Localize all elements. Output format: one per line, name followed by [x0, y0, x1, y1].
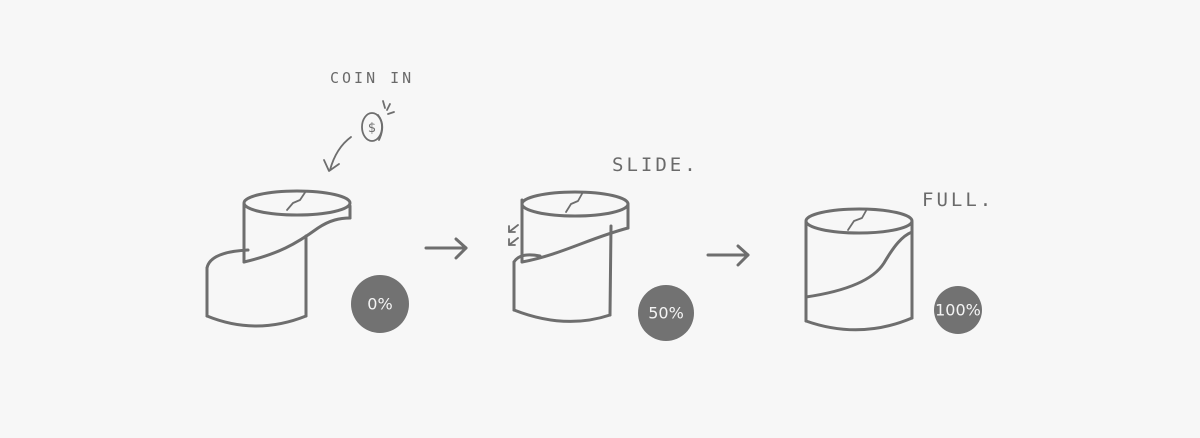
stage-2-half-bank [508, 190, 630, 323]
percent-badge-0: 0% [351, 275, 409, 333]
percent-label-100: 100% [935, 301, 981, 320]
percent-label-50: 50% [648, 304, 684, 323]
slide-label: SLIDE. [612, 154, 699, 176]
arrow-right-icon [706, 244, 750, 267]
percent-badge-100: 100% [934, 286, 982, 334]
svg-text:$: $ [368, 121, 376, 136]
stage-1-empty-bank [205, 189, 352, 328]
curved-arrow-icon [323, 136, 352, 172]
dollar-coin-icon: $ [361, 100, 395, 142]
percent-label-0: 0% [367, 295, 392, 314]
stage-3-full-bank [804, 207, 914, 332]
percent-badge-50: 50% [638, 285, 694, 341]
arrow-right-icon [424, 237, 468, 260]
full-label: FULL. [922, 189, 994, 211]
coin-in-label: COIN IN [330, 69, 414, 87]
